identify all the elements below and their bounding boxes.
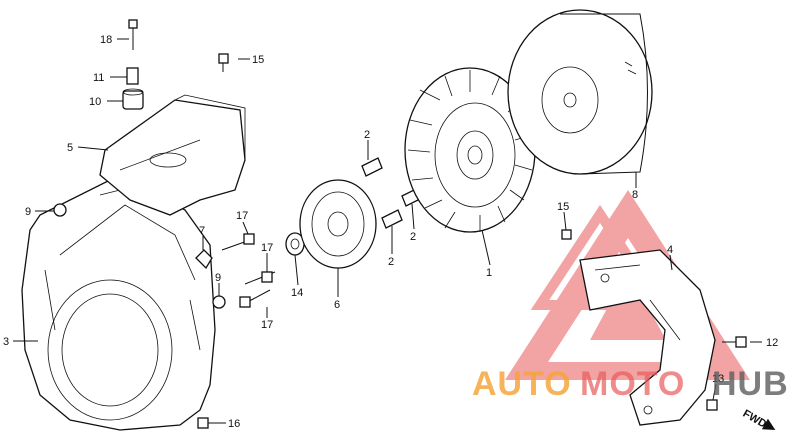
callout-5: 5 (67, 142, 73, 154)
callout-18: 18 (100, 34, 112, 46)
nut-9-mid-part (212, 295, 226, 309)
callout-9-mid: 9 (215, 272, 221, 284)
watermark-moto-text: MOTO (580, 365, 685, 403)
bolt-15-top-part (218, 53, 229, 72)
bolt-17-c-part (239, 289, 271, 308)
callout-6: 6 (334, 299, 340, 311)
leader-lines (13, 38, 762, 424)
callout-11: 11 (93, 72, 104, 84)
bolt-15-right-part (561, 229, 572, 240)
callout-12: 12 (766, 337, 778, 349)
callout-2-b: 2 (410, 231, 416, 243)
flywheel-8-part (507, 9, 653, 175)
nut-9-left-part (53, 203, 67, 217)
callout-4: 4 (667, 244, 673, 256)
callout-1: 1 (486, 267, 492, 279)
arrow-icon (761, 418, 776, 430)
callout-17-c: 17 (261, 319, 273, 331)
spacer-2-a-part (361, 157, 383, 177)
callout-2-c: 2 (388, 256, 394, 268)
fan-cover-part (21, 174, 216, 431)
callout-14: 14 (291, 287, 303, 299)
fwd-arrow: FWD (741, 408, 776, 431)
bolt-17-b-part (244, 271, 276, 285)
grommet-7-part (195, 249, 213, 270)
callout-17-b: 17 (261, 242, 273, 254)
callout-8: 8 (632, 189, 638, 201)
callout-labels: 18 11 10 5 9 3 15 7 9 17 17 17 14 6 2 2 … (3, 34, 778, 430)
callout-9-left: 9 (25, 206, 31, 218)
callout-2-a: 2 (364, 129, 370, 141)
callout-15-right: 15 (557, 201, 569, 213)
callout-16: 16 (228, 418, 240, 430)
watermark-auto-text: AUTO (472, 365, 572, 403)
bolt-13-part (706, 399, 718, 411)
watermark-text: AUTO MOTO HUB (472, 365, 789, 403)
bolt-17-a-part (221, 233, 255, 251)
spacer-2-c-part (381, 209, 403, 229)
collar-11-part (126, 67, 139, 85)
callout-17-a: 17 (236, 210, 248, 222)
starter-pulley-6-part (299, 179, 377, 269)
callout-3: 3 (3, 336, 9, 348)
callout-7: 7 (199, 225, 205, 237)
shroud-top-part (99, 94, 246, 216)
rubber-10-part (122, 88, 144, 110)
callout-13: 13 (712, 373, 724, 385)
bolt-12-part (722, 336, 747, 348)
bolt-18-part (128, 19, 138, 50)
bracket-4-part (579, 249, 716, 426)
callout-15-top: 15 (252, 54, 264, 66)
watermark-hub-text: HUB (712, 365, 789, 403)
callout-10: 10 (89, 96, 101, 108)
